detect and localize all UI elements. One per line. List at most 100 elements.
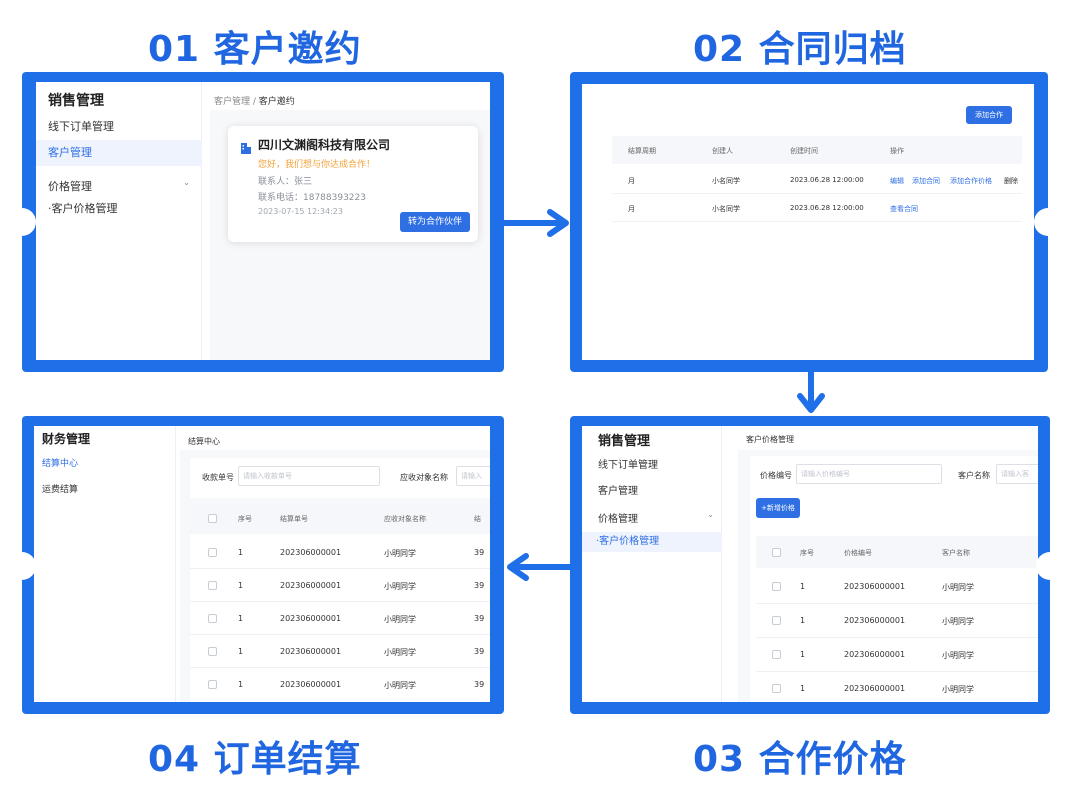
- sidebar-item-pricing[interactable]: 价格管理 ⌄: [598, 510, 714, 525]
- cell-name: 小明同学: [942, 583, 974, 592]
- cell-code: 202306000001: [844, 650, 906, 659]
- row-checkbox[interactable]: [772, 650, 781, 659]
- add-contract-link[interactable]: 添加合同: [912, 177, 940, 185]
- row-checkbox[interactable]: [772, 616, 781, 625]
- sidebar-item-settlement-center[interactable]: 结算中心: [42, 459, 79, 469]
- contact-phone: 联系电话：18788393223: [258, 193, 366, 203]
- cell-name: 小明同学: [384, 681, 416, 690]
- table-row[interactable]: 1 202306000001 小明同学: [756, 638, 1038, 672]
- step-title-2: 02 合同归档: [693, 29, 907, 70]
- col-no: 序号: [800, 549, 814, 557]
- cell-extra: 39: [474, 548, 485, 557]
- col-customer: 客户名称: [942, 549, 970, 557]
- select-all-checkbox[interactable]: [208, 514, 217, 523]
- row-checkbox[interactable]: [772, 582, 781, 591]
- row-checkbox[interactable]: [208, 614, 217, 623]
- view-contract-link[interactable]: 查看合同: [890, 205, 918, 213]
- col-receivable-target: 应收对象名称: [384, 515, 426, 523]
- sidebar-item-offline-orders[interactable]: 线下订单管理: [48, 120, 114, 133]
- row-checkbox[interactable]: [208, 548, 217, 557]
- col-cycle: 结算周期: [628, 147, 656, 155]
- table-row[interactable]: 1 202306000001 小明同学 39: [190, 569, 490, 602]
- company-name: 四川文渊阁科技有限公司: [258, 138, 391, 152]
- cell-created: 2023.06.28 12:00:00: [790, 176, 864, 184]
- sidebar-item-label: 客户管理: [48, 146, 92, 159]
- receipt-no-label: 收款单号: [202, 473, 234, 482]
- filter-card: 价格编号 请输入价格编号 客户名称 请输入客 +新增价格: [750, 456, 1038, 536]
- cell-extra: 39: [474, 614, 485, 623]
- sidebar-item-offline-orders[interactable]: 线下订单管理: [598, 460, 658, 471]
- cell-code: 202306000001: [280, 680, 342, 689]
- step-title-4: 04 订单结算: [148, 739, 362, 780]
- invite-greeting: 您好，我们想与你达成合作！: [258, 160, 376, 170]
- sidebar-item-label: 价格管理: [598, 514, 638, 525]
- sidebar-title: 销售管理: [48, 93, 104, 109]
- select-all-checkbox[interactable]: [772, 548, 781, 557]
- cell-no: 1: [238, 548, 244, 557]
- table-row[interactable]: 1 202306000001 小明同学: [756, 672, 1038, 702]
- add-price-link[interactable]: 添加合作价格: [950, 177, 992, 185]
- table-row[interactable]: 1 202306000001 小明同学 39: [190, 635, 490, 668]
- cell-cycle: 月: [628, 205, 635, 213]
- price-code-label: 价格编号: [760, 471, 792, 480]
- panel-cooperation-price: 销售管理 线下订单管理 客户管理 价格管理⌄ ·客户价格管理 客户价格管理 价格…: [570, 416, 1064, 714]
- sidebar-item-customers[interactable]: 客户管理: [36, 140, 202, 166]
- add-cooperation-button[interactable]: 添加合作: [966, 106, 1012, 124]
- panel-contract-archive: 添加合作 结算周期 创建人 创建时间 操作 月 小名同学 2023.06.28 …: [570, 72, 1062, 372]
- cell-name: 小明同学: [942, 685, 974, 694]
- row-checkbox[interactable]: [208, 680, 217, 689]
- sidebar-item-pricing[interactable]: 价格管理 ⌄: [48, 178, 190, 194]
- sidebar-item-customer-pricing[interactable]: ·客户价格管理: [48, 202, 118, 215]
- table-header: 结算周期 创建人 创建时间 操作: [612, 136, 1022, 164]
- table-row[interactable]: 1 202306000001 小明同学: [756, 604, 1038, 638]
- table-row[interactable]: 1 202306000001 小明同学: [756, 570, 1038, 604]
- cell-name: 小明同学: [384, 549, 416, 558]
- table-row[interactable]: 1 202306000001 小明同学 39: [190, 602, 490, 635]
- cell-creator: 小名同学: [712, 177, 740, 185]
- row-checkbox[interactable]: [772, 684, 781, 693]
- customer-name-label: 客户名称: [958, 471, 990, 480]
- cell-no: 1: [800, 650, 806, 659]
- receivable-target-input[interactable]: 请输入: [456, 466, 490, 486]
- row-checkbox[interactable]: [208, 581, 217, 590]
- edit-link[interactable]: 编辑: [890, 177, 904, 185]
- receipt-no-input[interactable]: 请输入收款单号: [238, 466, 380, 486]
- sidebar-item-customers[interactable]: 客户管理: [598, 486, 638, 497]
- col-actions: 操作: [890, 147, 904, 155]
- chevron-down-icon: ⌄: [707, 510, 714, 519]
- breadcrumb-parent[interactable]: 客户管理 /: [214, 97, 256, 107]
- sidebar-item-freight-settlement[interactable]: 运费结算: [42, 485, 79, 495]
- cell-code: 202306000001: [280, 548, 342, 557]
- sidebar-item-label: 价格管理: [48, 180, 92, 193]
- table-row[interactable]: 1 202306000001 小明同学 39: [190, 536, 490, 569]
- row-checkbox[interactable]: [208, 647, 217, 656]
- sidebar: 销售管理 线下订单管理 客户管理 价格管理⌄ ·客户价格管理: [582, 426, 722, 702]
- cell-extra: 39: [474, 647, 485, 656]
- page-title: 结算中心: [188, 437, 220, 446]
- cell-code: 202306000001: [844, 684, 906, 693]
- cell-code: 202306000001: [280, 647, 342, 656]
- add-price-button[interactable]: +新增价格: [756, 498, 800, 518]
- sidebar-item-customer-pricing[interactable]: ·客户价格管理: [582, 532, 722, 552]
- cell-no: 1: [800, 616, 806, 625]
- sidebar: 财务管理 结算中心 运费结算: [34, 426, 176, 702]
- price-table: 序号 价格编号 客户名称 1 202306000001 小明同学 1 20230…: [750, 536, 1038, 702]
- cell-created: 2023.06.28 12:00:00: [790, 204, 864, 212]
- breadcrumb: 客户管理 / 客户邀约: [214, 94, 295, 107]
- sidebar-item-label: ·客户价格管理: [596, 536, 660, 547]
- arrow-left-icon: [507, 553, 577, 581]
- panel-customer-invite: 销售管理 线下订单管理 客户管理 价格管理 ⌄ ·客户价格管理 客户管理 / 客户…: [8, 72, 504, 372]
- chevron-down-icon: ⌄: [183, 178, 190, 187]
- building-icon: [240, 139, 252, 154]
- sidebar: 销售管理 线下订单管理 客户管理 价格管理 ⌄ ·客户价格管理: [36, 82, 202, 360]
- price-code-input[interactable]: 请输入价格编号: [796, 464, 942, 484]
- convert-partner-button[interactable]: 转为合作伙伴: [400, 212, 470, 232]
- table-row[interactable]: 1 202306000001 小明同学 39: [190, 668, 490, 701]
- cell-creator: 小名同学: [712, 205, 740, 213]
- delete-link[interactable]: 删除: [1004, 177, 1018, 185]
- table-row: 月 小名同学 2023.06.28 12:00:00 编辑 添加合同 添加合作价…: [612, 166, 1022, 194]
- settlement-table: 序号 结算单号 应收对象名称 结 1 202306000001 小明同学 39 …: [190, 502, 490, 702]
- customer-name-input[interactable]: 请输入客: [996, 464, 1038, 484]
- cell-code: 202306000001: [844, 582, 906, 591]
- contact-person: 联系人：张三: [258, 177, 313, 187]
